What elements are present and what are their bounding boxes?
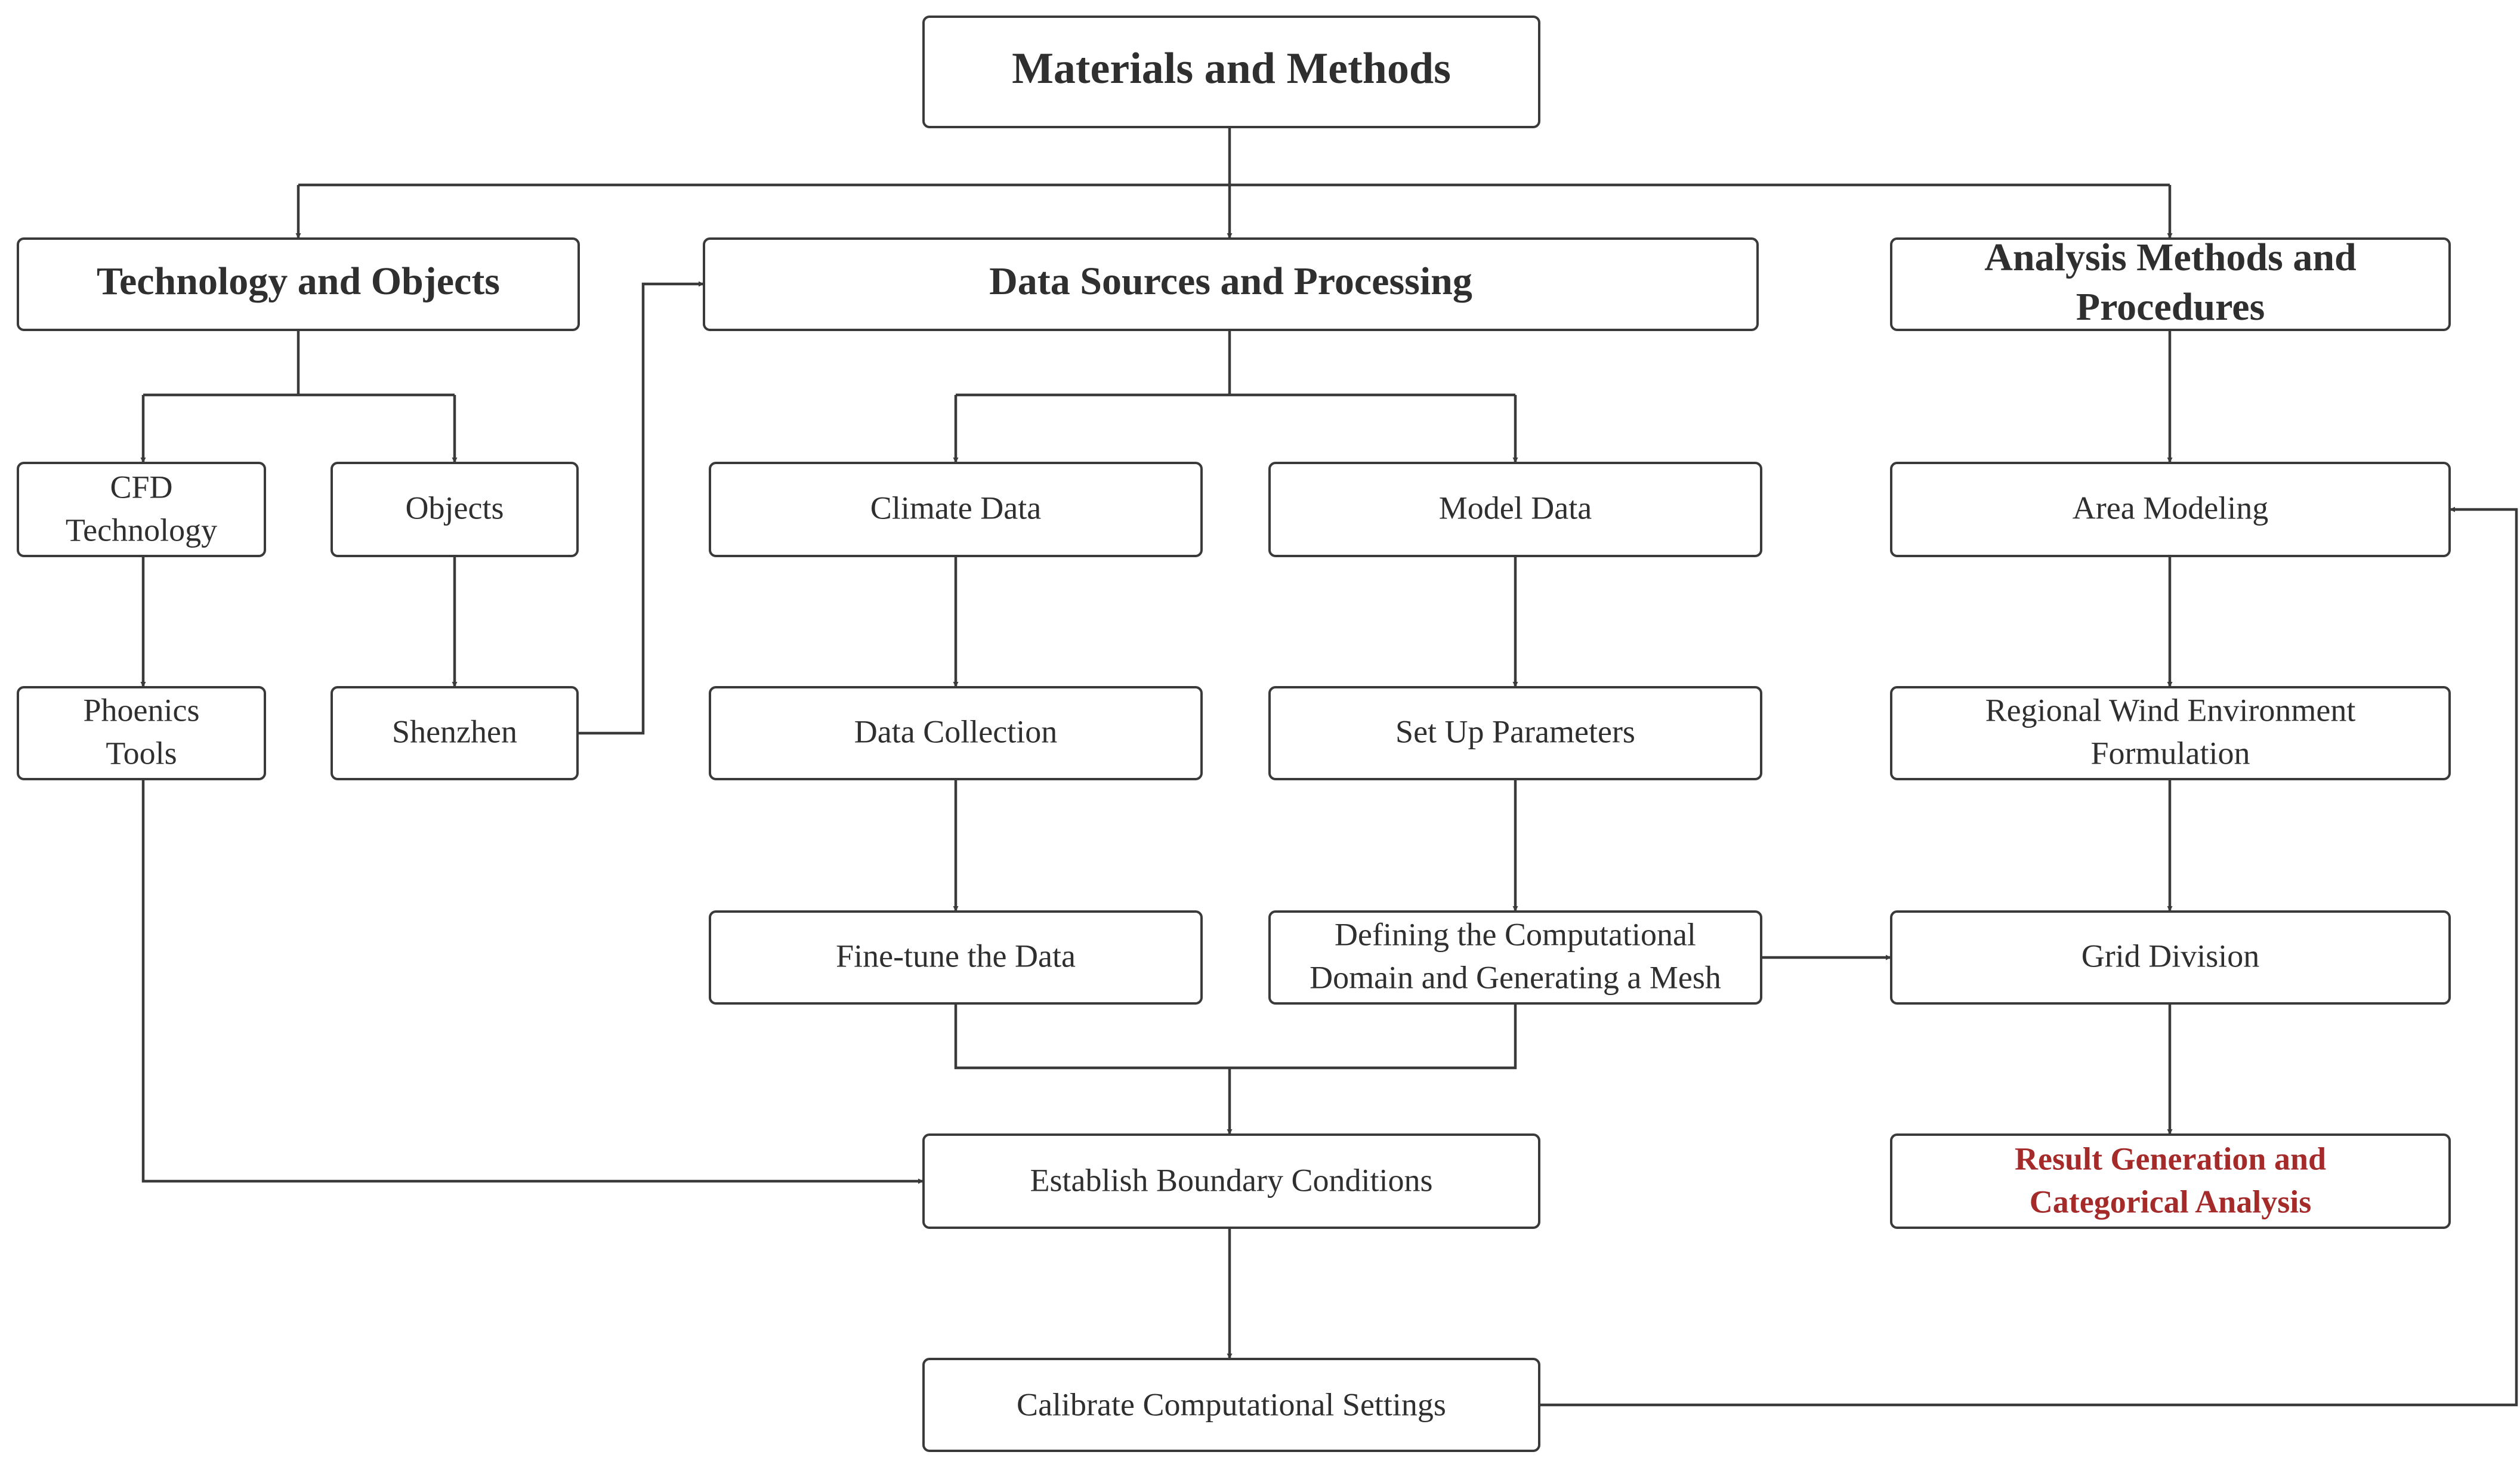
node-regional-wind: Regional Wind Environment Formulation <box>1890 686 2451 780</box>
node-shenzhen-label: Shenzhen <box>392 713 517 749</box>
section-analysis-label-line2: Procedures <box>2076 285 2265 329</box>
section-technology-label: Technology and Objects <box>97 260 500 303</box>
node-regional-wind-label-line2: Formulation <box>2091 735 2250 771</box>
node-climate-data: Climate Data <box>709 462 1203 557</box>
node-fine-tune-label: Fine-tune the Data <box>836 938 1076 974</box>
node-cfd-label-line1: CFD <box>110 469 172 505</box>
section-data-label: Data Sources and Processing <box>989 260 1472 303</box>
node-climate-data-label: Climate Data <box>870 490 1041 526</box>
node-analysis-methods: Analysis Methods and Procedures <box>1890 236 2451 331</box>
arrow-phoenics-to-boundary <box>141 779 924 1184</box>
node-set-up-parameters-label: Set Up Parameters <box>1395 713 1635 749</box>
node-defining-domain: Defining the Computational Domain and Ge… <box>1268 910 1762 1005</box>
node-cfd-technology: CFD Technology <box>17 462 266 557</box>
node-shenzhen: Shenzhen <box>331 686 579 780</box>
node-boundary-conditions: Establish Boundary Conditions <box>922 1133 1540 1229</box>
node-data-collection-label: Data Collection <box>854 713 1057 749</box>
connectors <box>140 127 2518 1407</box>
node-data-collection: Data Collection <box>709 686 1203 780</box>
node-phoenics-tools: Phoenics Tools <box>17 686 266 780</box>
connector-data-split <box>956 330 1515 397</box>
node-area-modeling: Area Modeling <box>1890 462 2451 557</box>
node-phoenics-label-line2: Tools <box>106 735 177 771</box>
node-set-up-parameters: Set Up Parameters <box>1268 686 1762 780</box>
connector-merge <box>954 1003 1517 1070</box>
node-calibrate-settings-label: Calibrate Computational Settings <box>1017 1386 1446 1422</box>
node-fine-tune-data: Fine-tune the Data <box>709 910 1203 1005</box>
node-technology-and-objects: Technology and Objects <box>17 237 580 331</box>
node-defining-domain-label-line2: Domain and Generating a Mesh <box>1310 959 1721 995</box>
node-regional-wind-label-line1: Regional Wind Environment <box>1985 692 2356 728</box>
section-analysis-label-line1: Analysis Methods and <box>1984 236 2357 279</box>
node-model-data: Model Data <box>1268 462 1762 557</box>
node-boundary-conditions-label: Establish Boundary Conditions <box>1030 1162 1433 1198</box>
node-cfd-label-line2: Technology <box>66 512 217 548</box>
node-result-label-line1: Result Generation and <box>2015 1141 2326 1176</box>
node-model-data-label: Model Data <box>1439 490 1592 526</box>
node-calibrate-settings: Calibrate Computational Settings <box>922 1358 1540 1452</box>
node-data-sources-and-processing: Data Sources and Processing <box>703 237 1759 331</box>
node-phoenics-label-line1: Phoenics <box>84 692 200 728</box>
node-grid-division-label: Grid Division <box>2082 938 2260 974</box>
arrow-calibrate-to-area <box>1539 506 2518 1407</box>
node-defining-domain-label-line1: Defining the Computational <box>1335 916 1696 952</box>
connector-title-branches <box>298 127 2170 187</box>
node-area-modeling-label: Area Modeling <box>2073 490 2268 526</box>
node-result-label-line2: Categorical Analysis <box>2030 1184 2311 1219</box>
arrow-shenzhen-to-data-sources <box>578 281 704 735</box>
node-objects: Objects <box>331 462 579 557</box>
diagram-title: Materials and Methods <box>1012 44 1451 93</box>
node-result-generation: Result Generation and Categorical Analys… <box>1890 1133 2451 1229</box>
node-grid-division: Grid Division <box>1890 910 2451 1005</box>
node-objects-label: Objects <box>406 490 504 526</box>
connector-technology-split <box>143 330 455 397</box>
node-materials-and-methods: Materials and Methods <box>922 16 1540 128</box>
